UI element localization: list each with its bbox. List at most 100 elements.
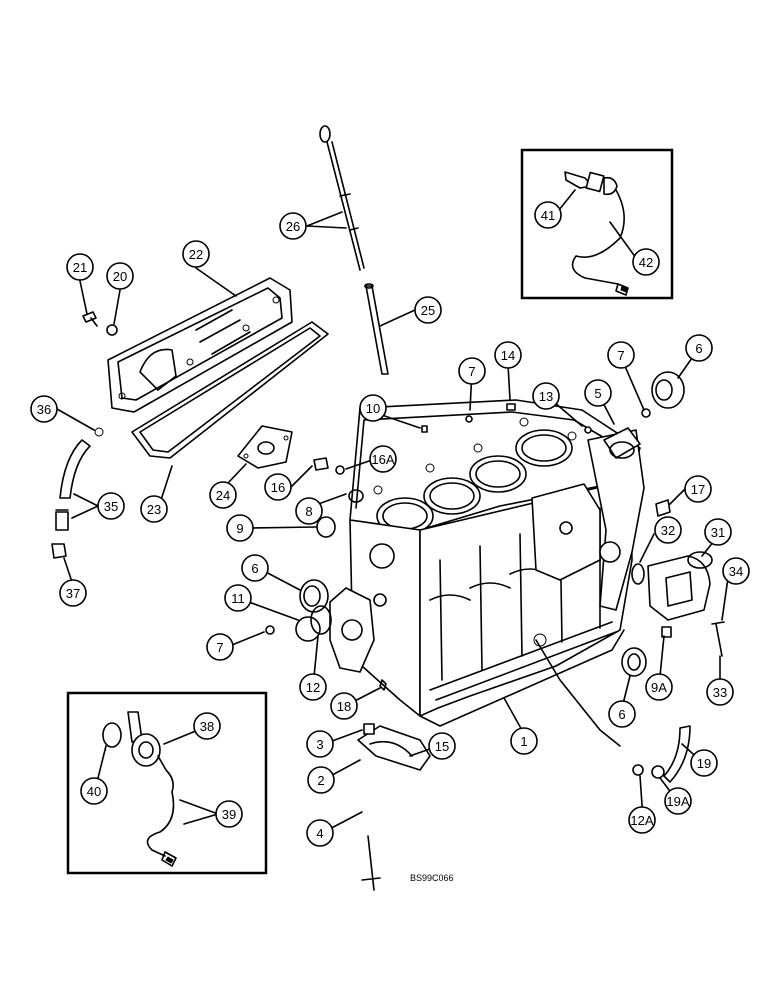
breather-hose [51, 427, 104, 559]
callout-14: 14 [494, 341, 522, 369]
callout-circle [299, 673, 327, 701]
callout-42: 42 [632, 248, 660, 276]
callout-18: 18 [330, 692, 358, 720]
callout-circle [414, 296, 442, 324]
callout-label: 9 [236, 521, 243, 536]
plug-17 [655, 499, 671, 517]
callout-circle [193, 712, 221, 740]
callout-label: 34 [729, 564, 743, 579]
callout-label: 37 [66, 586, 80, 601]
callout-circle [608, 700, 636, 728]
thermostat-oring [631, 563, 645, 585]
callout-label: 7 [216, 640, 223, 655]
oring-12 [310, 605, 332, 635]
callout-label: 7 [468, 364, 475, 379]
callout-16a: 16A [369, 445, 397, 473]
callout-8: 8 [295, 497, 323, 525]
rear-seal-ring [651, 371, 685, 409]
callout-circle [654, 516, 682, 544]
callout-13: 13 [532, 382, 560, 410]
callout-label: 12A [630, 813, 653, 828]
callout-circle [306, 730, 334, 758]
callout-6: 6 [685, 334, 713, 362]
callout-circle [607, 341, 635, 369]
callout-label: 9A [651, 680, 667, 695]
callout-circle [307, 766, 335, 794]
callout-circle [690, 749, 718, 777]
callout-26: 26 [279, 212, 307, 240]
callout-7: 7 [206, 633, 234, 661]
dipstick-tube [364, 283, 389, 375]
callout-circle [59, 579, 87, 607]
callout-circle [279, 212, 307, 240]
callout-label: 36 [37, 402, 51, 417]
callout-9a: 9A [645, 673, 673, 701]
callout-circle [295, 497, 323, 525]
callout-label: 26 [286, 219, 300, 234]
cover-plate [237, 425, 293, 469]
drawing-code: BS99C066 [410, 873, 454, 883]
callout-circle [241, 554, 269, 582]
callout-circle [226, 514, 254, 542]
callout-label: 16 [271, 480, 285, 495]
callout-5: 5 [584, 379, 612, 407]
callout-7: 7 [607, 341, 635, 369]
callout-circle [209, 481, 237, 509]
callout-label: 20 [113, 269, 127, 284]
callout-22: 22 [182, 240, 210, 268]
callout-circle [264, 473, 292, 501]
main-bearing-cap [357, 723, 431, 891]
callout-19: 19 [690, 749, 718, 777]
callout-circle [704, 518, 732, 546]
callout-38: 38 [193, 712, 221, 740]
callout-label: 14 [501, 348, 515, 363]
valve-cover-gasket [131, 321, 329, 459]
callout-24: 24 [209, 481, 237, 509]
callout-label: 16A [371, 452, 394, 467]
thermostat-housing [647, 551, 713, 621]
callout-35: 35 [97, 492, 125, 520]
callout-label: 4 [316, 826, 323, 841]
plug-7-top-right [641, 408, 651, 418]
callout-circle [510, 727, 538, 755]
callout-label: 12 [306, 680, 320, 695]
plug-7-left [265, 625, 275, 635]
callout-17: 17 [684, 475, 712, 503]
callout-label: 6 [618, 707, 625, 722]
callout-4: 4 [306, 819, 334, 847]
callout-label: 19 [697, 756, 711, 771]
callout-23: 23 [140, 495, 168, 523]
plug-14 [506, 403, 516, 411]
thermostat-bolt [711, 621, 725, 657]
callout-label: 24 [216, 488, 230, 503]
inset-box-top-right [520, 148, 674, 300]
callout-label: 8 [305, 504, 312, 519]
plug-11 [295, 616, 321, 642]
inset-box-bottom-left [66, 691, 268, 875]
callout-9: 9 [226, 514, 254, 542]
callout-6: 6 [241, 554, 269, 582]
oring-16a [335, 465, 345, 475]
callout-3: 3 [306, 730, 334, 758]
callout-21: 21 [66, 253, 94, 281]
oring-12a [632, 764, 644, 776]
callout-circle [684, 475, 712, 503]
callout-label: 31 [711, 525, 725, 540]
callout-12: 12 [299, 673, 327, 701]
callout-circle [458, 357, 486, 385]
callout-label: 22 [189, 247, 203, 262]
callout-label: 7 [617, 348, 624, 363]
callout-label: 39 [222, 807, 236, 822]
callout-circle [224, 584, 252, 612]
tube-19 [663, 725, 691, 783]
callout-11: 11 [224, 584, 252, 612]
callout-circle [66, 253, 94, 281]
callout-36: 36 [30, 395, 58, 423]
callout-7: 7 [458, 357, 486, 385]
callout-label: 41 [541, 208, 555, 223]
callout-15: 15 [428, 732, 456, 760]
callout-1: 1 [510, 727, 538, 755]
callout-circle [664, 787, 692, 815]
callout-label: 2 [317, 773, 324, 788]
